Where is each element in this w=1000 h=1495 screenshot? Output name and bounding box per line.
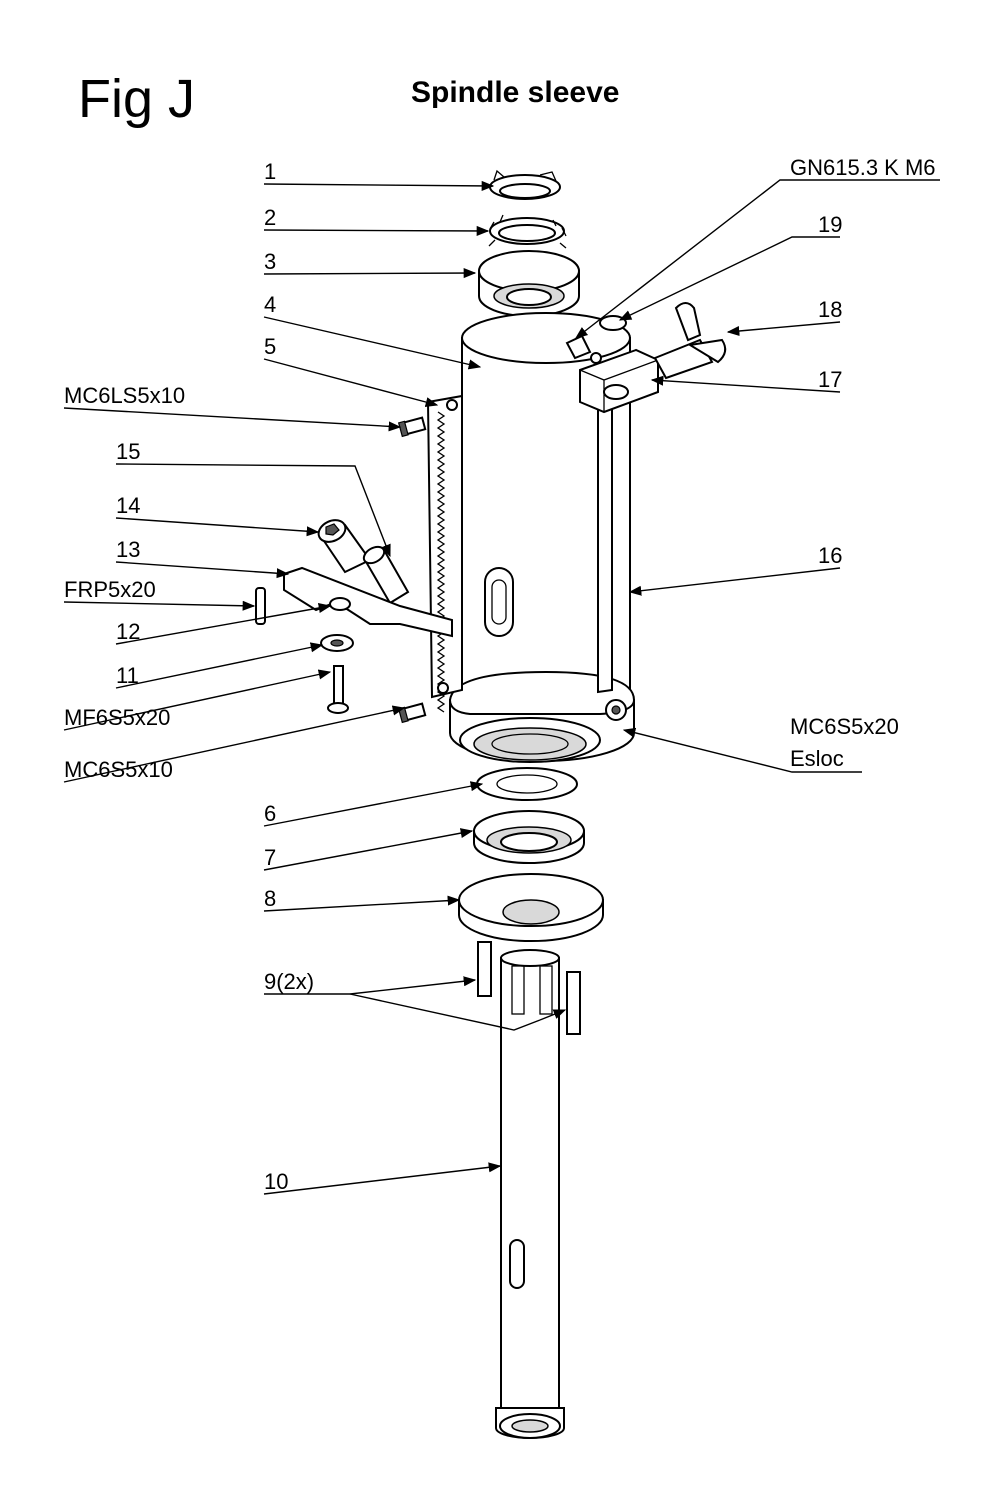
part-9-key-right <box>566 971 581 1035</box>
part-18-clamp-lever <box>653 302 727 380</box>
callout-esloc: Esloc <box>790 746 844 771</box>
callout-15: 15 <box>116 439 140 464</box>
part-5-rack <box>426 394 463 713</box>
part-13-lever <box>283 566 453 638</box>
part-1-lock-nut <box>489 169 561 200</box>
callout-mc6s5x10: MC6S5x10 <box>64 757 173 782</box>
part-screw-mf6s5x20 <box>327 665 349 714</box>
callout-mf6s5x20: MF6S5x20 <box>64 705 170 730</box>
callout-1: 1 <box>264 159 276 184</box>
part-10-spindle <box>495 949 565 1439</box>
callout-2: 2 <box>264 205 276 230</box>
callout-19: 19 <box>818 212 842 237</box>
callout-17: 17 <box>818 367 842 392</box>
part-15-handle-sleeve <box>362 545 410 605</box>
part-9-key-left <box>477 941 492 997</box>
callout-7: 7 <box>264 845 276 870</box>
part-3-bearing <box>478 250 580 317</box>
part-8-end-cap <box>458 873 604 942</box>
part-11-washer <box>320 634 354 652</box>
part-pin-frp5x20 <box>255 587 266 625</box>
callout-18: 18 <box>818 297 842 322</box>
callout-frp5x20: FRP5x20 <box>64 577 156 602</box>
callout-leaders <box>63 179 940 1195</box>
part-2-tab-washer <box>488 214 567 249</box>
callout-14: 14 <box>116 493 140 518</box>
part-17-clamp-block <box>579 348 659 414</box>
callout-9: 9(2x) <box>264 969 314 994</box>
callout-11: 11 <box>116 663 139 688</box>
figure-label: Fig J <box>78 69 196 129</box>
diagram-title: Spindle sleeve <box>411 76 620 109</box>
callout-4: 4 <box>264 292 276 317</box>
callout-5: 5 <box>264 334 276 359</box>
callout-gn615: GN615.3 K M6 <box>790 155 936 180</box>
part-16-key <box>597 402 613 694</box>
callout-6: 6 <box>264 801 276 826</box>
callout-16: 16 <box>818 543 842 568</box>
part-14-hex-socket-bolt <box>317 519 372 574</box>
part-screw-mc6ls5x10 <box>397 416 427 438</box>
part-19-washer <box>599 315 627 331</box>
callout-8: 8 <box>264 886 276 911</box>
callout-mc6s5x20: MC6S5x20 <box>790 714 899 739</box>
callout-10: 10 <box>264 1169 288 1194</box>
part-6-washer <box>476 767 578 801</box>
callout-mc6ls5x10: MC6LS5x10 <box>64 383 185 408</box>
part-screw-mc6s5x10 <box>397 702 427 724</box>
callout-13: 13 <box>116 537 140 562</box>
part-7-bearing <box>473 810 585 864</box>
callout-12: 12 <box>116 619 140 644</box>
callout-3: 3 <box>264 249 276 274</box>
